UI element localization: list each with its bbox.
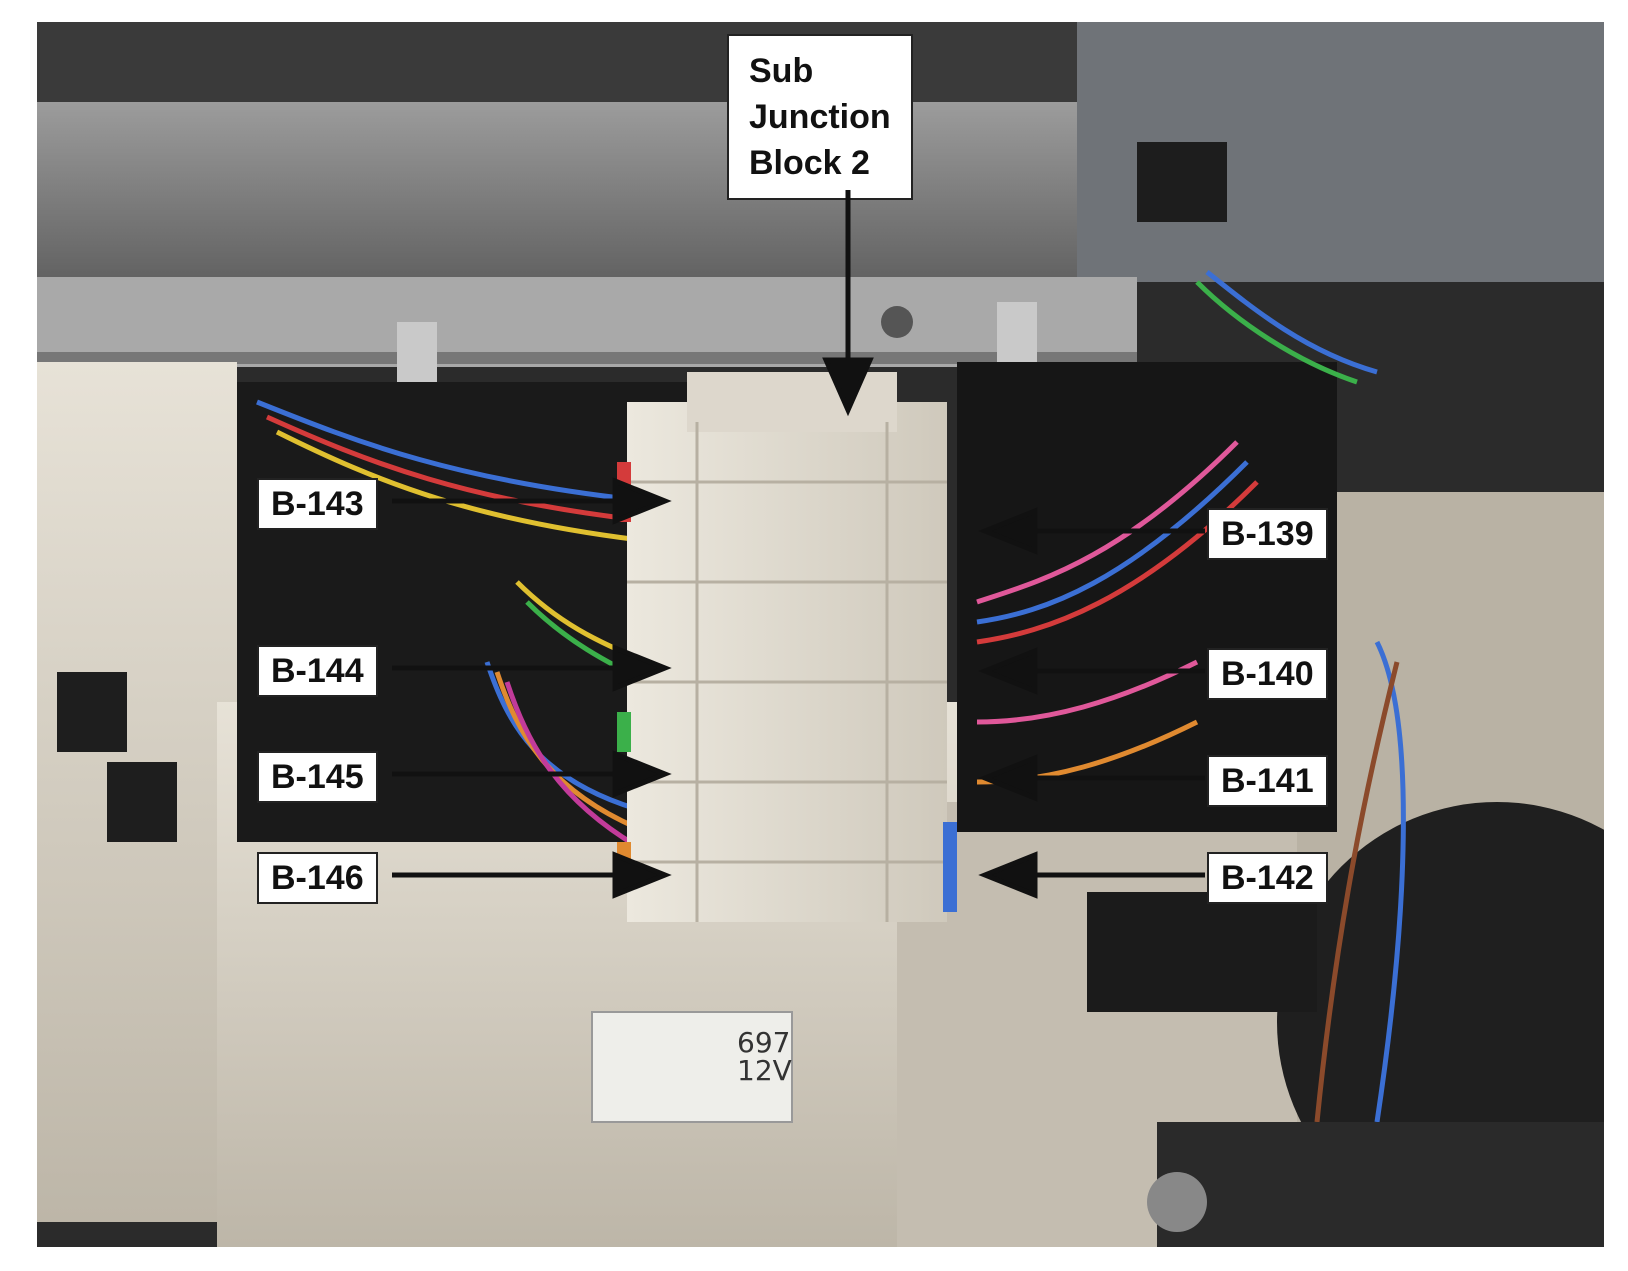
- label-b-143: B-143: [257, 478, 378, 530]
- title-line-3: Block 2: [749, 144, 870, 182]
- title-callout: Sub Junction Block 2: [727, 34, 913, 200]
- title-line-1: Sub: [749, 52, 814, 90]
- module-label-line2: 12V: [737, 1054, 792, 1087]
- label-b-142: B-142: [1207, 852, 1328, 904]
- vehicle-interior-photo: 697 12V: [37, 22, 1604, 1247]
- label-b-145: B-145: [257, 751, 378, 803]
- module-label-line1: 697: [737, 1026, 790, 1059]
- title-line-2: Junction: [749, 98, 891, 136]
- label-b-141: B-141: [1207, 755, 1328, 807]
- label-b-144: B-144: [257, 645, 378, 697]
- photo: 697 12V: [37, 22, 1604, 1247]
- label-b-146: B-146: [257, 852, 378, 904]
- label-b-140: B-140: [1207, 648, 1328, 700]
- label-b-139: B-139: [1207, 508, 1328, 560]
